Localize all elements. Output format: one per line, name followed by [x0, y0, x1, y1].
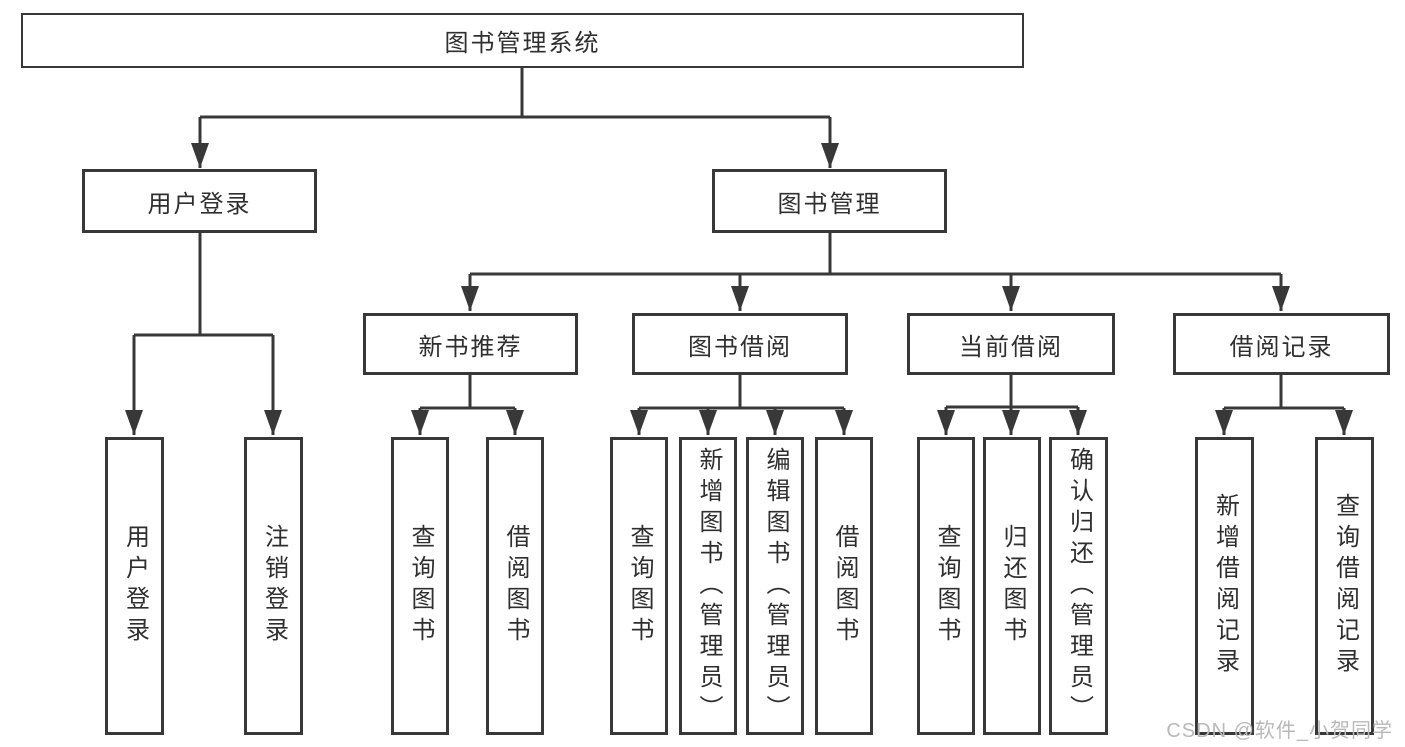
leaf-user-login: 用户登录	[105, 437, 164, 735]
leaf-records-add-record: 新增借阅记录	[1195, 437, 1254, 735]
node-current-borrowing: 当前借阅	[907, 313, 1115, 375]
leaf-current-return-books: 归还图书	[983, 437, 1041, 735]
edge-borrow-bar	[639, 375, 844, 410]
leaf-newbook-borrow-books: 借阅图书	[486, 437, 544, 735]
edge-newbook-bar	[420, 375, 515, 410]
edge-root-bar	[200, 68, 830, 119]
edge-current-bar	[946, 375, 1078, 409]
edge-records-bar	[1224, 375, 1344, 410]
node-library-system: 图书管理系统	[21, 13, 1024, 68]
leaf-borrowing-add-books-admin: 新增图书（管理员）	[679, 437, 737, 735]
leaf-records-query-record: 查询借阅记录	[1315, 437, 1374, 735]
node-book-borrowing: 图书借阅	[632, 313, 848, 375]
leaf-borrowing-query-books: 查询图书	[610, 437, 668, 735]
node-borrow-records: 借阅记录	[1173, 313, 1390, 375]
csdn-watermark: CSDN @软件_小贺同学	[1166, 720, 1393, 742]
leaf-borrowing-edit-books-admin: 编辑图书（管理员）	[746, 437, 804, 735]
node-book-management: 图书管理	[712, 169, 947, 233]
leaf-logout: 注销登录	[244, 437, 303, 735]
leaf-borrowing-borrow-books: 借阅图书	[815, 437, 873, 735]
leaf-current-confirm-return-admin: 确认归还（管理员）	[1049, 437, 1108, 735]
leaf-current-query-books: 查询图书	[917, 437, 975, 735]
node-user-login-group: 用户登录	[82, 169, 317, 233]
node-new-book-recommend: 新书推荐	[363, 313, 578, 375]
leaf-newbook-query-books: 查询图书	[391, 437, 449, 735]
edge-bookmgmt-bar	[470, 233, 1281, 276]
edge-userlogin-bar	[134, 233, 273, 337]
